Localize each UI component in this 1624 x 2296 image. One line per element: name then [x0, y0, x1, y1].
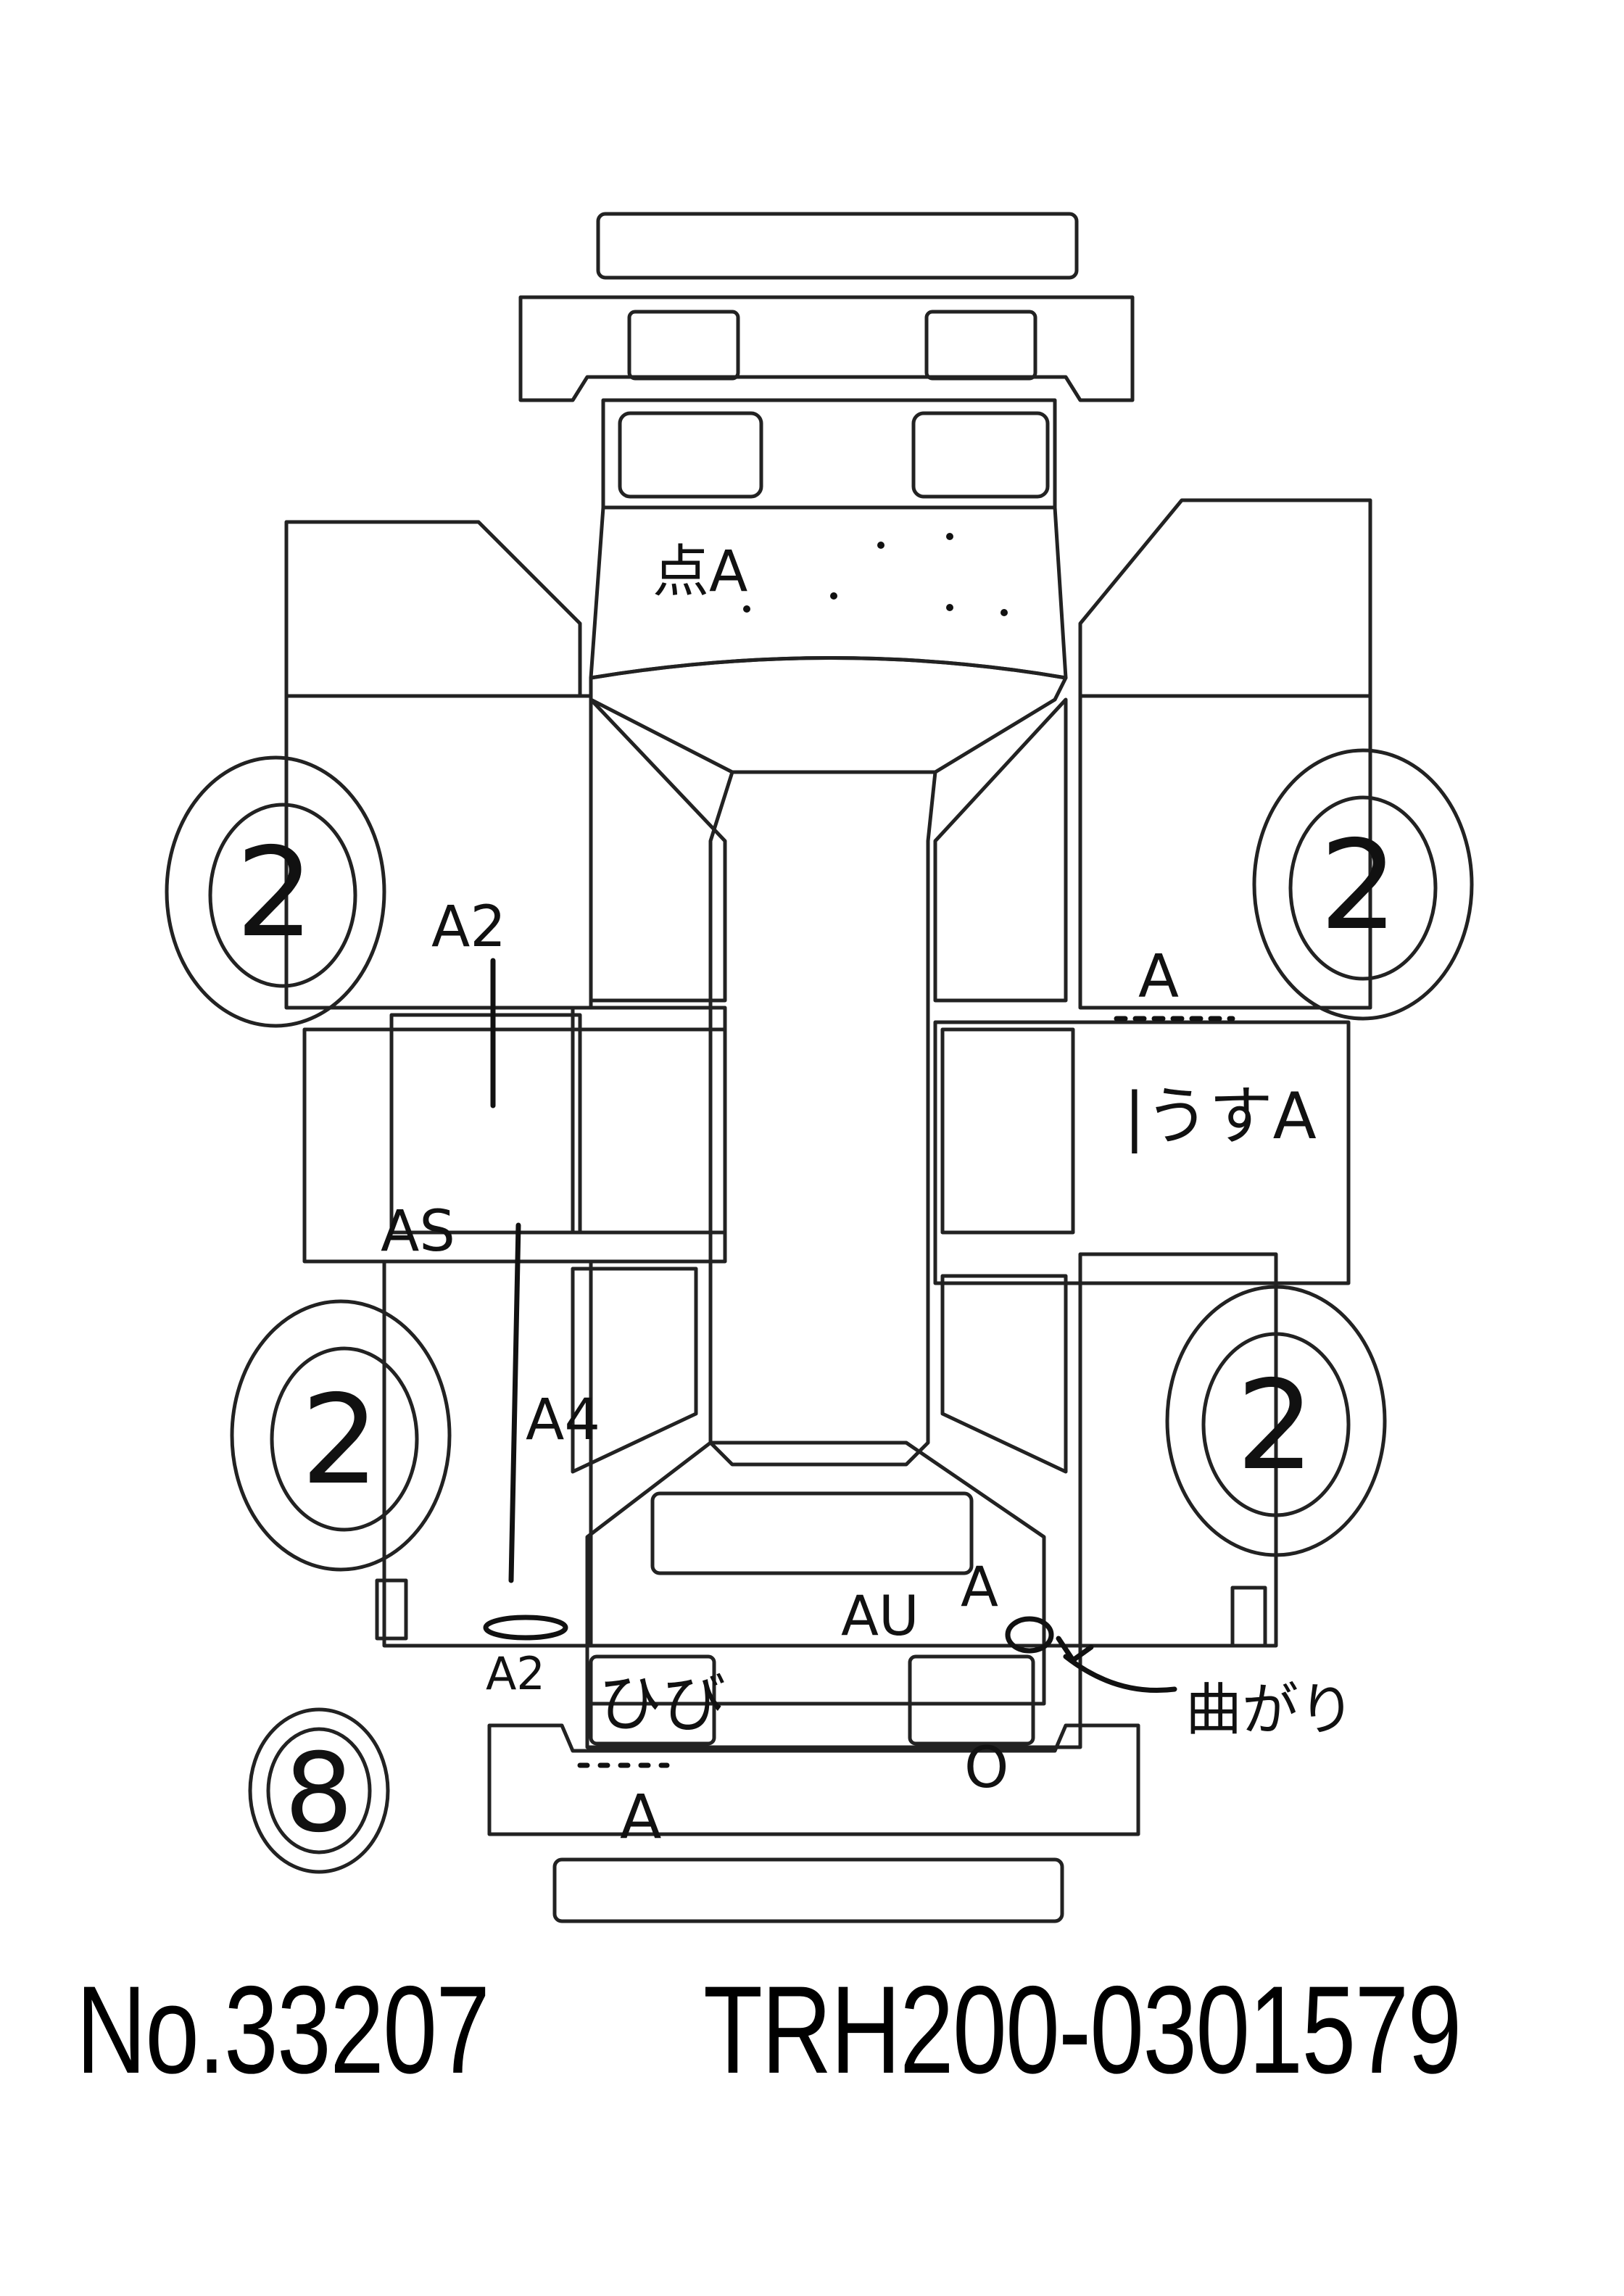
left-front-door — [302, 1027, 727, 1264]
left-rear-corner-label: A2 — [486, 1647, 545, 1700]
front-right-tire-value: 2 — [1320, 814, 1398, 958]
bend-arrow — [1063, 1654, 1177, 1694]
right-front-fender-top — [1078, 498, 1372, 698]
left-rear-corner — [375, 1578, 408, 1641]
left-tail-lamp-label: ひび — [598, 1666, 726, 1741]
rear-hatch-label: A — [961, 1554, 998, 1619]
rear-bumper-strip — [552, 1857, 1064, 1923]
front-bumper — [518, 295, 1135, 402]
rear-left-rim — [270, 1346, 419, 1532]
rear-right-tire — [1165, 1285, 1387, 1557]
front-right-lamp — [924, 310, 1037, 381]
bent-note-label: 曲がり — [1185, 1678, 1355, 1743]
right-front-fender-side — [1078, 694, 1372, 1010]
right-front-door-label: |うすA — [1124, 1079, 1317, 1154]
rear-right-label: AU — [841, 1583, 919, 1648]
rear-panel — [585, 1644, 1082, 1749]
front-right-tire — [1252, 748, 1474, 1021]
windshield — [589, 656, 1068, 774]
rear-mark-label: O — [964, 1736, 1008, 1801]
headlamp-right — [911, 411, 1050, 499]
left-side-scratch — [508, 1222, 521, 1583]
bend-arrowhead — [1056, 1636, 1094, 1663]
rear-bumper — [487, 1723, 1140, 1836]
left-front-pillar — [589, 697, 727, 1003]
left-front-fender-top — [284, 520, 582, 698]
right-door-window — [940, 1027, 1075, 1235]
hood-label: 点A — [652, 539, 747, 605]
rear-window — [650, 1491, 974, 1575]
rear-left-tire-value: 2 — [301, 1369, 379, 1512]
front-left-lamp — [627, 310, 740, 381]
right-front-door — [933, 1020, 1351, 1285]
chassis-number: TRH200-0301579 — [703, 1960, 1462, 2100]
left-rear-quarter-label: A4 — [526, 1388, 600, 1453]
right-rear-corner — [1230, 1586, 1267, 1648]
right-front-pillar — [933, 697, 1068, 1003]
rear-left-dent-mark — [483, 1615, 568, 1641]
headlamp-left — [618, 411, 763, 499]
rear-right-bend-mark — [1005, 1616, 1054, 1654]
rear-right-tire-value: 2 — [1236, 1354, 1314, 1498]
grade-circle-outer — [248, 1707, 390, 1874]
rear-bumper-label: A — [620, 1781, 661, 1852]
left-b-pillar — [571, 1006, 727, 1235]
grade-circle-inner — [266, 1727, 372, 1854]
left-rear-window — [571, 1267, 698, 1474]
rear-right-rim — [1201, 1332, 1351, 1517]
left-front-door-label: A2 — [431, 895, 506, 960]
stock-number: No.33207 — [76, 1960, 490, 2100]
front-left-rim — [208, 803, 357, 988]
rear-hatch — [585, 1441, 1046, 1706]
rear-left-tire — [230, 1299, 452, 1572]
front-left-tire-value: 2 — [236, 821, 314, 965]
front-grille — [601, 398, 1057, 510]
right-rear-window — [940, 1274, 1068, 1474]
rear-left-lamp — [589, 1654, 716, 1746]
roof — [708, 770, 937, 1467]
rear-right-lamp — [908, 1654, 1035, 1746]
front-bumper-strip — [596, 212, 1079, 280]
right-front-fender-label: A — [1138, 942, 1179, 1011]
front-right-rim — [1288, 795, 1438, 981]
right-rear-door — [1078, 1252, 1278, 1648]
left-rear-door-top-label: AS — [381, 1199, 455, 1264]
overall-grade-value: 8 — [284, 1731, 353, 1857]
front-left-tire — [165, 755, 386, 1028]
